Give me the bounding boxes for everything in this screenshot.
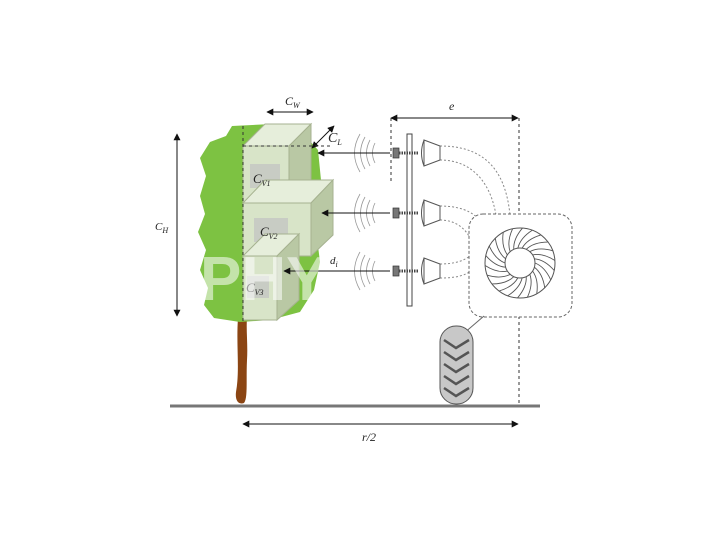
nozzle-1 xyxy=(421,139,441,167)
fan-blade xyxy=(521,234,542,249)
fan-blade xyxy=(485,255,506,268)
fan-blade xyxy=(494,238,506,260)
fan-wheel xyxy=(484,227,556,299)
sensor-boom xyxy=(406,133,413,307)
cv1-label: CV1 xyxy=(253,171,271,188)
e-label: e xyxy=(449,99,455,113)
fan-blade xyxy=(527,274,532,298)
nozzle-3 xyxy=(421,257,441,285)
fan-hub xyxy=(504,247,536,279)
di-label: di xyxy=(330,255,338,269)
cl-label: CL xyxy=(328,131,342,147)
fan-blade xyxy=(498,277,519,292)
fan-blade xyxy=(534,266,546,288)
ultrasonic-sensor-1 xyxy=(392,147,418,159)
tractor-tire xyxy=(439,315,485,405)
fan-blade xyxy=(529,248,553,253)
fan-blade xyxy=(517,276,527,299)
nozzle-2 xyxy=(421,199,441,227)
fan-blade xyxy=(484,265,508,273)
fan-blade xyxy=(507,277,523,297)
fan-blade xyxy=(508,228,513,252)
fan-blade xyxy=(487,273,511,278)
cv2-label: CV2 xyxy=(260,224,278,241)
fan-blade xyxy=(491,276,515,285)
fan-blade xyxy=(534,262,552,280)
fan-blade xyxy=(488,246,506,264)
fan-blade xyxy=(517,229,533,249)
tree-trunk xyxy=(235,318,248,404)
canopy-cube-v3 xyxy=(241,232,301,322)
ultrasonic-sensor-2 xyxy=(392,207,418,219)
ch-label: CH xyxy=(155,221,169,235)
fan-blade xyxy=(534,258,555,271)
fan-blade xyxy=(525,241,549,250)
cw-label: CW xyxy=(285,94,301,110)
r2-label: r/2 xyxy=(362,430,376,444)
fan-blade xyxy=(532,253,556,261)
cv3-label: CV3 xyxy=(246,280,264,297)
fan-blade xyxy=(502,232,508,256)
fan-blade xyxy=(513,227,523,250)
ultrasonic-sensor-3 xyxy=(392,265,418,277)
cl-arrow xyxy=(311,125,335,149)
watermark: PHY xyxy=(200,245,327,314)
fan-blade xyxy=(532,270,538,294)
